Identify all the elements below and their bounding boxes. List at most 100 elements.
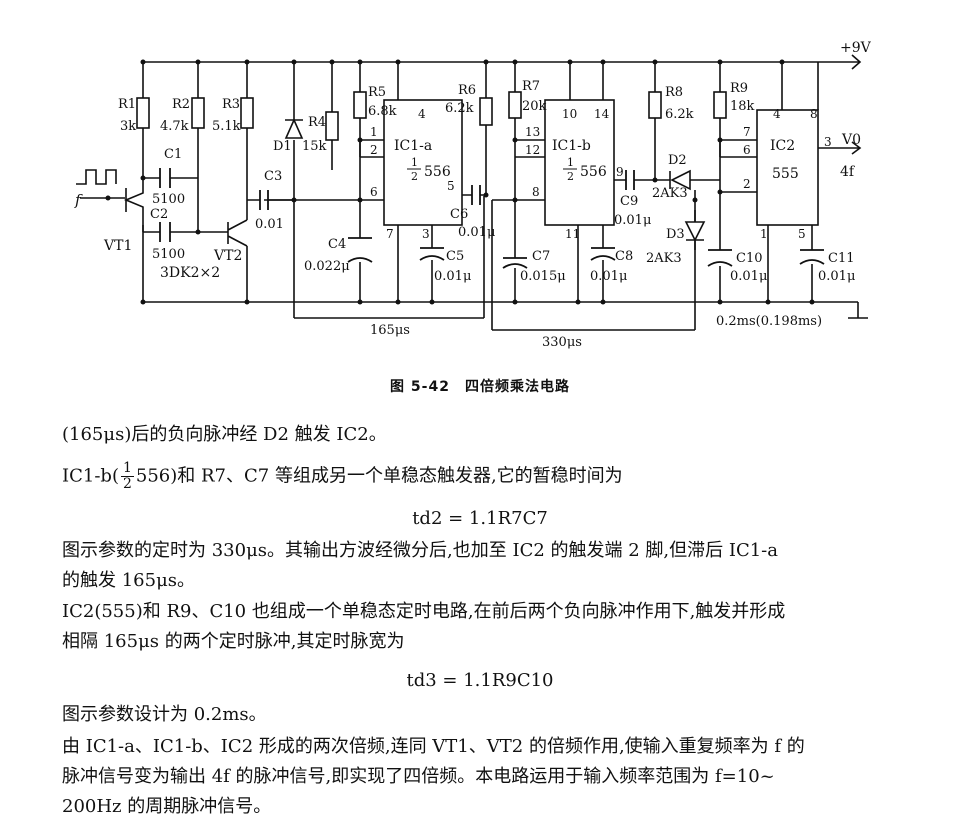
ic1b-pin-9: 9 [616,165,624,179]
d2-label: D2 [668,153,687,168]
r8-value: 6.2k [665,107,694,122]
r5-label: R5 [368,85,386,100]
ic2-pin-1: 1 [760,227,768,241]
capacitor-plates [159,168,825,269]
paragraph-4-line-2: 相隔 165μs 的两个定时脉冲,其定时脉宽为 [62,631,405,652]
timing-output-width: 0.2ms(0.198ms) [716,314,822,329]
ic1b-name: IC1-b [552,138,591,154]
r8-label: R8 [665,85,683,100]
ic2-box [756,109,819,226]
c1-value: 5100 [152,192,185,207]
r6-value: 6.2k [445,101,474,116]
c4-label: C4 [328,237,346,252]
ic1a-pin-2: 2 [370,143,378,157]
d2-value: 2AK3 [652,186,688,201]
paragraph-6-line-1: 由 IC1-a、IC1-b、IC2 形成的两次倍频,连同 VT1、VT2 的倍频… [62,736,805,757]
r3-label: R3 [222,97,240,112]
r1-value: 3k [120,119,136,134]
ic1a-box [383,99,463,226]
r5-value: 6.8k [368,104,397,119]
ic1a-pin-3: 3 [422,227,430,241]
paragraph-1: (165μs)后的负向脉冲经 D2 触发 IC2。 [62,424,387,445]
paragraph-3-line-1: 图示参数的定时为 330μs。其输出方波经微分后,也加至 IC2 的触发端 2 … [62,540,778,561]
c6-value: 0.01μ [458,225,495,240]
r9-value: 18k [730,99,755,114]
r2-value: 4.7k [160,119,189,134]
r9-label: R9 [730,81,748,96]
vt1-label: VT1 [103,238,132,254]
c5-label: C5 [446,249,464,264]
c7-label: C7 [532,249,550,264]
ic2-pin-2: 2 [743,177,751,191]
c8-label: C8 [615,249,633,264]
ic2-pin-5: 5 [798,227,806,241]
ic1a-pin-5: 5 [447,179,455,193]
timing-165us: 165μs [370,323,410,338]
ic1a-part-num: 1 [411,156,418,169]
ic2-pin-8: 8 [810,107,818,121]
paragraph-2-prefix: IC1-b( [62,465,119,487]
diode-symbols [284,118,706,242]
c9-label: C9 [620,194,638,209]
r7-value: 20k [522,99,547,114]
ic2-pin-3: 3 [824,135,832,149]
ic1a-name: IC1-a [394,138,432,154]
transistor-type-label: 3DK2×2 [160,265,220,281]
r4-value: 15k [302,139,327,154]
d3-value: 2AK3 [646,251,682,266]
formula-td2: td2 = 1.1R7C7 [412,508,548,529]
junction-dots [105,59,815,305]
r7-label: R7 [522,79,540,94]
ic1a-pin-4: 4 [418,107,426,121]
c11-value: 0.01μ [818,269,855,284]
ic1b-pin-12: 12 [525,143,540,157]
ic1a-pin-1: 1 [370,125,378,139]
ic2-pin-4: 4 [773,107,781,121]
c9-value: 0.01μ [614,213,651,228]
ic1a-pin-7: 7 [386,227,394,241]
r2-label: R2 [172,97,190,112]
c11-label: C11 [828,251,855,266]
fraction-numerator: 1 [120,460,134,477]
r6-label: R6 [458,83,476,98]
ic1b-pin-13: 13 [525,125,540,139]
c8-value: 0.01μ [590,269,627,284]
output-label: V0 [841,132,861,148]
ic1a-pin-6: 6 [370,185,378,199]
paragraph-5: 图示参数设计为 0.2ms。 [62,704,267,725]
c10-label: C10 [736,251,763,266]
wiring [80,54,868,331]
input-label: f [74,191,83,209]
c3-label: C3 [264,169,282,184]
r4-label: R4 [308,115,326,130]
c5-value: 0.01μ [434,269,471,284]
ic1b-box [544,99,615,226]
ic1b-pin-14: 14 [594,107,610,121]
ic2-name: IC2 [770,138,795,154]
c1-label: C1 [164,147,182,162]
ic2-part: 555 [772,166,799,182]
vt2-label: VT2 [213,248,242,264]
ic1a-part-den: 2 [411,170,418,183]
r3-value: 5.1k [212,119,241,134]
formula-td3: td3 = 1.1R9C10 [406,670,554,691]
paragraph-6-line-2: 脉冲信号变为输出 4f 的脉冲信号,即实现了四倍频。本电路运用于输入频率范围为 … [62,766,775,787]
ic1b-part-num: 1 [567,156,574,169]
d1-label: D1 [273,139,292,154]
c7-value: 0.015μ [520,269,566,284]
circuit-schematic: +9V f VT1 VT2 3DK2×2 R1 3k R2 4.7k R3 5.… [74,40,872,350]
ic2-pin-7: 7 [743,125,751,139]
c10-value: 0.01μ [730,269,767,284]
c4-value: 0.022μ [304,259,350,274]
input-pulse-icon [76,169,117,185]
figure-caption: 图 5-42 四倍频乘法电路 [390,379,570,395]
output-freq: 4f [840,164,856,180]
ic1b-pin-8: 8 [532,185,540,199]
timing-330us: 330μs [542,335,582,350]
paragraph-4-line-1: IC2(555)和 R9、C10 也组成一个单稳态定时电路,在前后两个负向脉冲作… [62,601,786,622]
c2-label: C2 [150,207,168,222]
fraction-denominator: 2 [122,476,132,492]
paragraph-6-line-3: 200Hz 的周期脉冲信号。 [62,796,272,817]
